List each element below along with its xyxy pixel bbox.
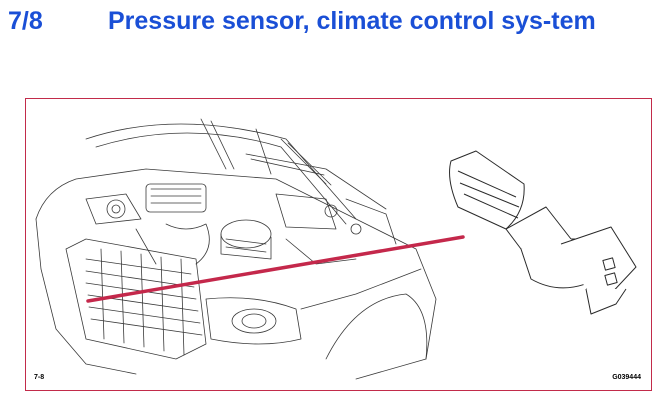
page-title: Pressure sensor, climate control sys-tem bbox=[108, 7, 596, 35]
image-code: G039444 bbox=[612, 374, 641, 381]
pointer-line bbox=[86, 235, 465, 303]
pressure-sensor-detail bbox=[449, 150, 637, 315]
figure-frame: 7-8 G039444 bbox=[25, 98, 652, 391]
figure-number: 7-8 bbox=[34, 374, 45, 381]
engine-bay-illustration bbox=[35, 118, 637, 380]
section-number: 7/8 bbox=[8, 7, 43, 35]
